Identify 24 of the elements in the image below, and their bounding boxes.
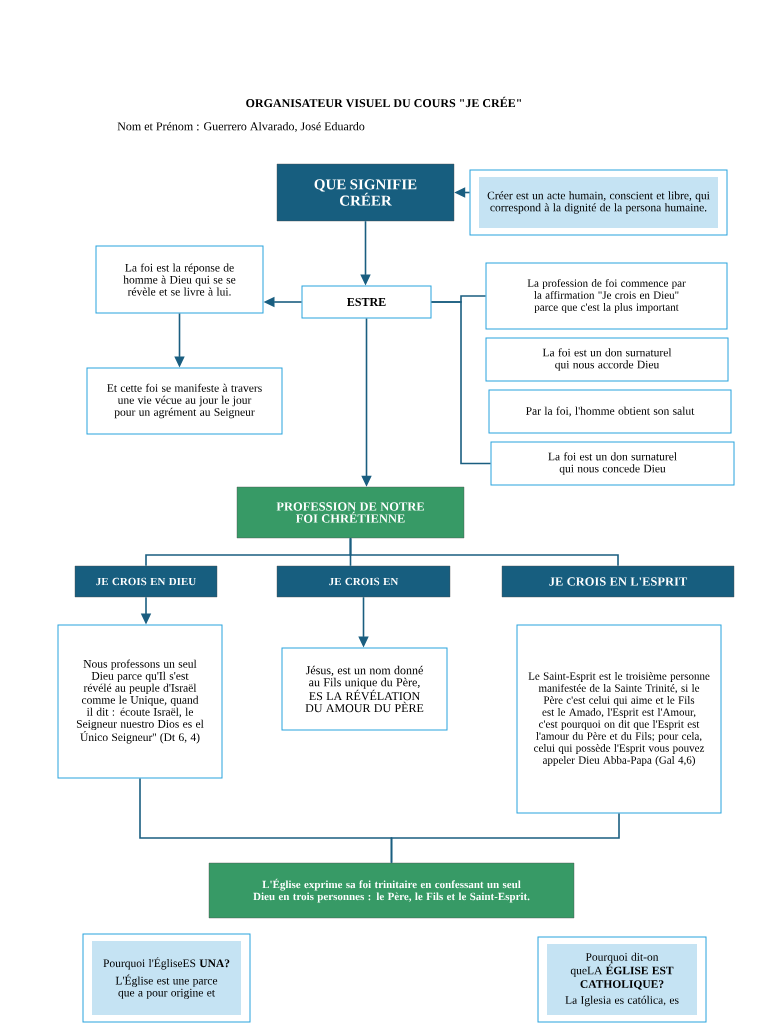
connector-line <box>430 301 492 465</box>
callout-box: Créer est un acte humain, conscient et libre, qui correspond à la dignité de la persona humaine. <box>469 169 728 236</box>
callout-box: Pourquoi l'ÉgliseES UNA? L'Église est une parce que a pour origine et <box>82 933 251 1023</box>
text-box: La foi est la réponse de homme à Dieu qui se se révèle et se livre à lui. <box>95 245 264 314</box>
text-box: Le Saint-Esprit est le troisième personne manifestée de la Sainte Trinité, si le Père c'est celui qui aime et le Fils est le Amado, l'Esprit est l'Amour, c'est pourquoi on dit que l'Esprit est l'amour du Père et du Fils; pour cela, celui qui possède l'Esprit vous pouvez appeler Dieu Abba-Papa (Gal 4,6) <box>516 624 722 814</box>
text-box: La profession de foi commence par la affirmation "Je crois en Dieu" parce que c'est la plus important <box>485 262 728 330</box>
heading-box: PROFESSION DE NOTRE FOI CHRÉTIENNE <box>236 486 465 539</box>
text-box: Et cette foi se manifeste à travers une vie vécue au jour le jour pour un agrément au Seigneur <box>86 367 283 435</box>
heading-box: JE CROIS EN <box>276 565 451 598</box>
text-box: La foi est un don surnaturel qui nous accorde Dieu <box>485 337 729 382</box>
text-box: Jésus, est un nom donné au Fils unique du Père, ES LA RÉVÉLATION DU AMOUR DU PÈRE <box>281 647 448 731</box>
connector-line <box>390 812 620 864</box>
callout-box: Pourquoi dit-on queLA ÉGLISE EST CATHOLIQUE? La Iglesia es católica, es <box>537 936 707 1023</box>
title: ORGANISATEUR VISUEL DU COURS "JE CRÉE" <box>246 96 522 108</box>
heading-box: JE CROIS EN L'ESPRIT <box>501 565 735 598</box>
heading-box: QUE SIGNIFIE CRÉER <box>276 163 455 222</box>
text-box: Par la foi, l'homme obtient son salut <box>488 389 732 434</box>
heading-box: L'Église exprime sa foi trinitaire en confessant un seul Dieu en trois personnes : le Père, le Fils et le Saint-Esprit. <box>208 862 575 919</box>
connector-line <box>349 537 619 567</box>
text-box: La foi est un don surnaturel qui nous concede Dieu <box>490 441 735 486</box>
text-box: Nous professons un seul Dieu parce qu'Il s'est révélé au peuple d'Israël comme le Unique, quand il dit : écoute Israël, le Seigneur nuestro Dios es el Único Seigneur'' (Dt 6, 4) <box>57 624 223 779</box>
name-line: Nom et Prénom : Guerrero Alvarado, José Eduardo <box>117 121 365 133</box>
heading-box: JE CROIS EN DIEU <box>74 565 218 598</box>
text-box: ESTRE <box>301 285 432 319</box>
